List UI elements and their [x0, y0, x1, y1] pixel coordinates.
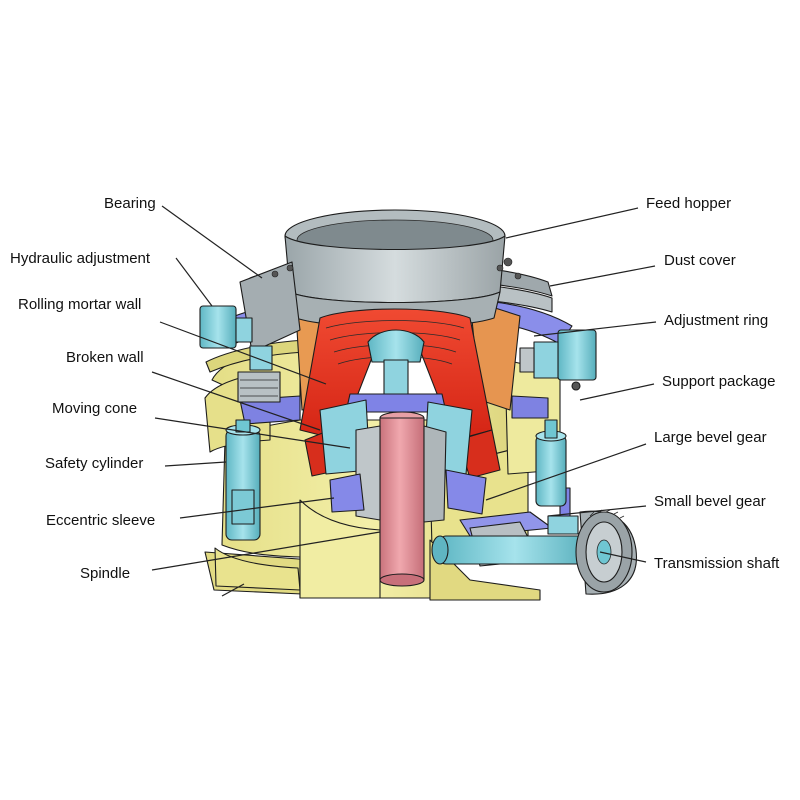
label-hydraulic-adjustment: Hydraulic adjustment	[10, 250, 151, 267]
label-rolling-mortar-wall: Rolling mortar wall	[18, 296, 141, 313]
label-large-bevel-gear: Large bevel gear	[654, 429, 767, 446]
safety-cylinder-right	[535, 419, 567, 507]
leader-broken-wall	[151, 371, 321, 431]
leader-bearing	[161, 205, 263, 279]
label-support-package: Support package	[662, 373, 775, 390]
leader-adjustment-ring	[533, 321, 657, 337]
label-feed-hopper: Feed hopper	[646, 195, 731, 212]
leader-lines	[151, 205, 657, 597]
leader-moving-cone	[154, 417, 351, 449]
label-small-bevel-gear: Small bevel gear	[654, 493, 766, 510]
safety-cylinder-left	[225, 419, 261, 541]
leader-rolling-mortar-wall	[159, 321, 327, 385]
top-ring-bolts	[271, 257, 522, 280]
leader-spindle	[151, 531, 381, 571]
leader-small-bevel-gear	[547, 505, 647, 517]
leader-support-package	[579, 383, 655, 401]
hydraulic-adjustment-left	[199, 305, 281, 403]
label-broken-wall: Broken wall	[66, 349, 144, 366]
label-spindle: Spindle	[80, 565, 130, 582]
leader-large-bevel-gear	[485, 443, 647, 501]
label-moving-cone: Moving cone	[52, 400, 137, 417]
feed-hopper	[239, 209, 506, 353]
support-package-right	[519, 329, 597, 391]
label-dust-cover: Dust cover	[664, 252, 736, 269]
label-adjustment-ring: Adjustment ring	[664, 312, 768, 329]
leader-transmission-shaft	[599, 551, 647, 563]
labels-left: Bearing Hydraulic adjustment Rolling mor…	[10, 195, 156, 582]
leader-feed-hopper	[505, 207, 639, 239]
labels-right: Feed hopper Dust cover Adjustment ring S…	[646, 195, 780, 572]
label-transmission-shaft: Transmission shaft	[654, 555, 780, 572]
label-bearing: Bearing	[104, 195, 156, 212]
leader-base	[221, 583, 245, 597]
label-eccentric-sleeve: Eccentric sleeve	[46, 512, 155, 529]
main-shaft	[379, 411, 425, 587]
leader-dust-cover	[549, 265, 656, 287]
base-frame	[204, 547, 313, 595]
leader-hydraulic-adjustment	[175, 257, 213, 307]
crusher-illustration	[199, 209, 637, 601]
label-safety-cylinder: Safety cylinder	[45, 455, 143, 472]
leader-eccentric-sleeve	[179, 497, 335, 519]
leader-safety-cylinder	[164, 461, 227, 467]
